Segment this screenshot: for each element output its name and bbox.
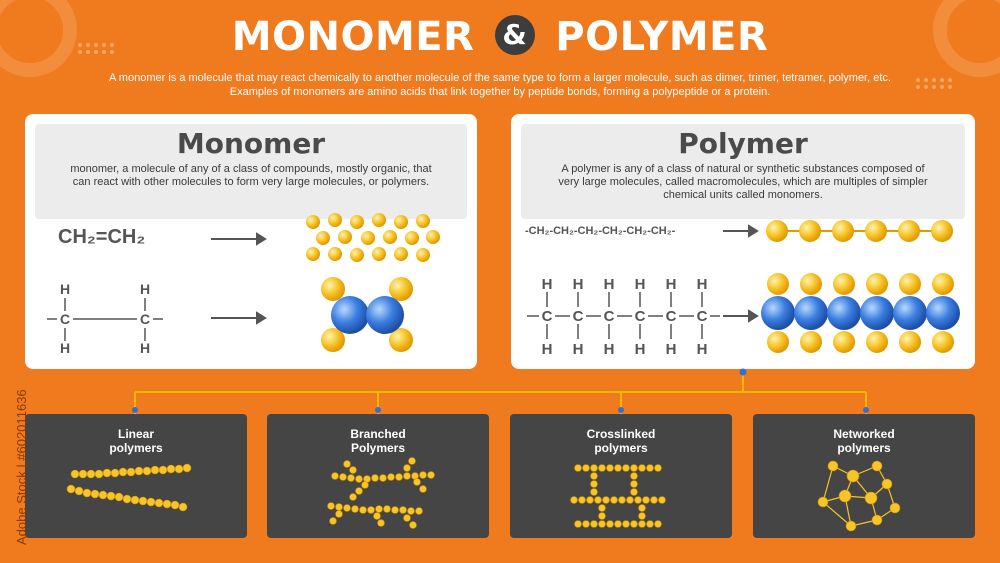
ethylene-structure: H C C H H H — [47, 281, 163, 356]
svg-text:H: H — [697, 341, 708, 358]
card-branched-polymers: Branched Polymers — [267, 414, 489, 538]
svg-text:H: H — [542, 341, 553, 358]
card-label: Branched Polymers — [350, 427, 406, 455]
svg-text:C: C — [604, 308, 615, 325]
card-label: Crosslinked polymers — [586, 427, 656, 455]
monomer-heading: Monomer — [176, 127, 326, 160]
card-label: Linear polymers — [109, 427, 163, 455]
atom-h: H — [60, 340, 70, 356]
monomer-header: Monomer monomer, a molecule of any of a … — [35, 124, 467, 219]
linear-polymer-icon — [66, 463, 192, 512]
atom-h: H — [140, 340, 150, 356]
polymer-panel: Polymer A polymer is any of a class of n… — [511, 114, 975, 369]
svg-text:H: H — [604, 341, 615, 358]
svg-text:H: H — [635, 341, 646, 358]
page-title: MONOMER & POLYMER — [0, 14, 1000, 60]
card-label: Networked polymers — [833, 427, 895, 455]
svg-text:H: H — [666, 276, 677, 293]
atom-h: H — [140, 281, 150, 297]
atom-c: C — [140, 311, 150, 327]
card-linear-polymers: Linear polymers — [25, 414, 247, 538]
svg-text:H: H — [542, 276, 553, 293]
polymer-description: A polymer is any of a class of natural o… — [558, 163, 928, 201]
svg-text:H: H — [573, 276, 584, 293]
title-polymer: POLYMER — [555, 14, 769, 60]
svg-text:H: H — [635, 276, 646, 293]
svg-text:H: H — [604, 276, 615, 293]
atom-c: C — [60, 311, 70, 327]
ethylene-model — [321, 277, 413, 352]
polyethylene-model — [761, 273, 960, 353]
monomer-illustration: H C C H H H — [47, 213, 440, 356]
stock-side-text: Adobe Stock | #602011636 — [14, 389, 29, 545]
arrow-icon — [211, 232, 267, 325]
title-monomer: MONOMER — [231, 14, 475, 60]
card-networked-polymers: Networked polymers — [753, 414, 975, 538]
polymer-header: Polymer A polymer is any of a class of n… — [521, 124, 965, 219]
polymer-heading: Polymer — [678, 127, 808, 160]
ampersand-badge: & — [494, 15, 535, 55]
monomer-panel: Monomer monomer, a molecule of any of a … — [25, 114, 477, 369]
svg-text:C: C — [573, 308, 584, 325]
card-crosslinked-polymers: Crosslinked polymers — [510, 414, 732, 538]
svg-text:C: C — [697, 308, 708, 325]
svg-text:H: H — [697, 276, 708, 293]
svg-text:C: C — [635, 308, 646, 325]
polymer-chain — [766, 220, 953, 242]
polyethylene-formula: -CH₂-CH₂-CH₂-CH₂-CH₂-CH₂- — [525, 225, 676, 237]
branched-polymer-icon — [327, 457, 435, 529]
crosslinked-polymer-icon — [570, 464, 666, 528]
svg-text:H: H — [666, 341, 677, 358]
monomer-particles — [306, 213, 440, 262]
arrow-icon — [723, 224, 759, 323]
polyethylene-structure: H H H H H H C C C C C C H H H H H H — [527, 276, 720, 358]
svg-text:H: H — [573, 341, 584, 358]
intro-text: A monomer is a molecule that may react c… — [109, 72, 891, 98]
polymer-illustration: H H H H H H C C C C C C H H H H H H — [527, 220, 960, 358]
svg-text:C: C — [542, 308, 553, 325]
networked-polymer-icon — [817, 460, 901, 532]
monomer-description: monomer, a molecule of any of a class of… — [70, 163, 432, 188]
atom-h: H — [60, 281, 70, 297]
ethylene-formula: CH₂=CH₂ — [58, 226, 146, 248]
svg-text:C: C — [666, 308, 677, 325]
